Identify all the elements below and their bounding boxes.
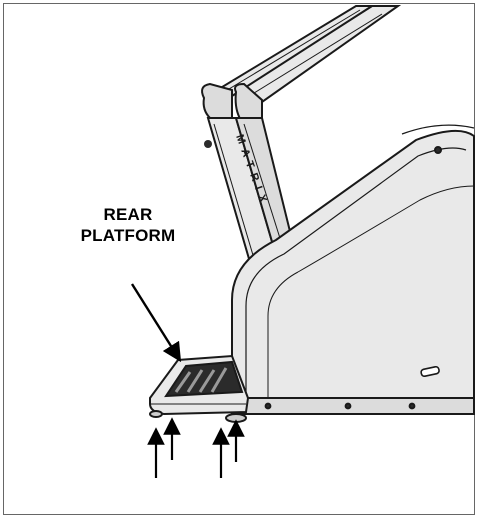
- pivot-bolt: [204, 140, 212, 148]
- callout-label: REAR PLATFORM: [58, 204, 198, 246]
- lift-arrows: [147, 417, 245, 478]
- rear-platform: [149, 354, 250, 416]
- callout-line-2: PLATFORM: [80, 226, 176, 245]
- callout-arrow: [130, 283, 182, 363]
- callout-line-1: REAR: [103, 205, 153, 224]
- housing-slot: [420, 365, 440, 378]
- arm-hook: [201, 82, 263, 126]
- machine-housing: [231, 124, 475, 414]
- arm-rail-back: [233, 5, 402, 104]
- base-rail: [231, 397, 475, 415]
